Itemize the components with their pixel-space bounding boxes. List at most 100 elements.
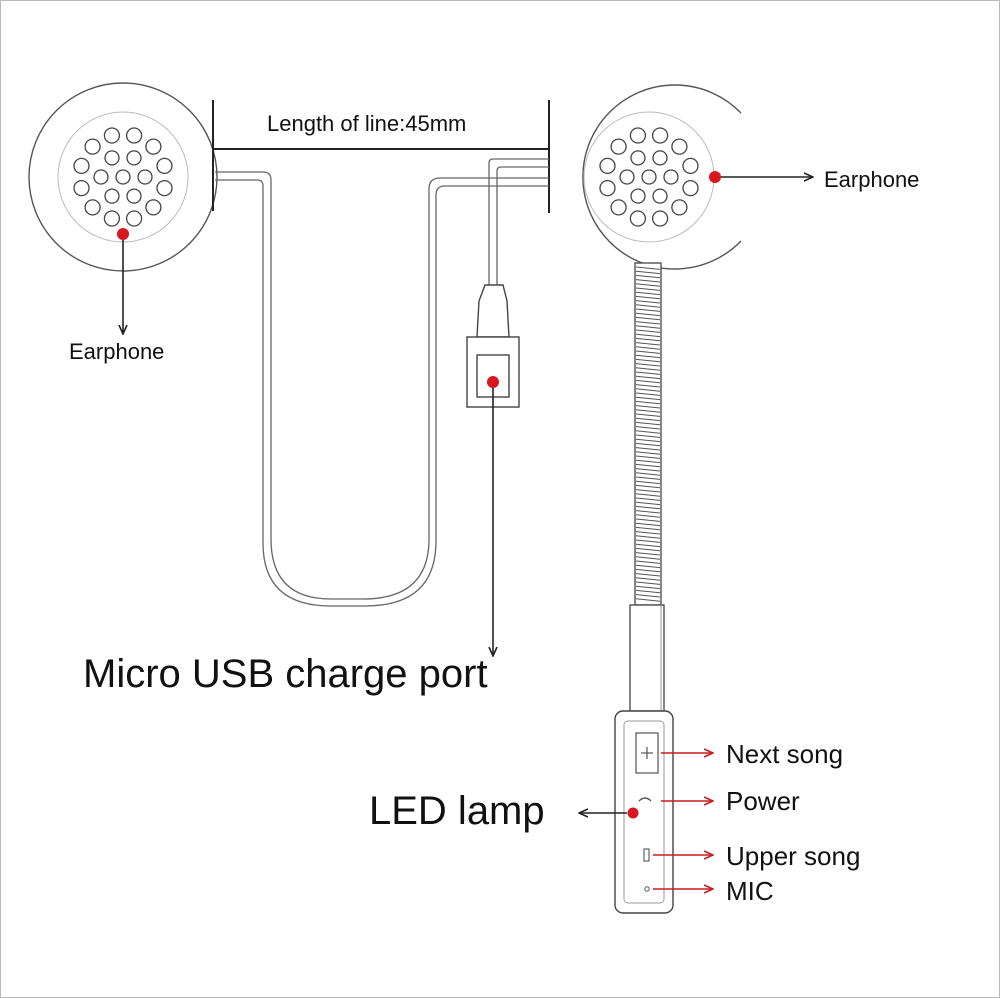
gooseneck-coil [635,295,661,300]
gooseneck-coil [635,514,661,518]
gooseneck-coil [635,325,661,329]
gooseneck-coil [635,480,661,485]
gooseneck-coil [635,468,661,472]
speaker-hole [73,157,90,175]
power-label: Power [726,786,800,816]
gooseneck-coil [635,598,661,602]
gooseneck-coil [635,459,661,464]
speaker-hole [93,169,109,185]
length-dimension [212,100,550,213]
usb-plug [466,284,520,408]
speaker-hole [619,169,635,185]
gooseneck-coil [635,581,661,585]
line-length-label: Length of line:45mm [267,111,467,136]
earphone-right-label: Earphone [824,167,920,192]
speaker-hole [145,138,162,155]
gooseneck-coil [635,392,661,396]
gooseneck-coil [635,556,661,560]
gooseneck-coil [635,367,661,371]
gooseneck-coil [635,573,661,577]
phone-icon[interactable] [638,797,652,802]
gooseneck-coil [635,522,661,527]
gooseneck-coil [635,476,661,480]
speaker-hole [104,188,120,204]
led-lamp-marker [627,807,639,819]
speaker-hole [103,127,121,144]
gooseneck-coil [635,266,661,270]
next-song-label: Next song [726,739,844,769]
usb-cable [488,158,549,285]
gooseneck-coil [635,409,661,413]
speaker-hole [103,210,121,227]
speaker-hole [641,169,657,185]
gooseneck-coil [635,547,661,552]
gooseneck-coil [635,455,661,459]
speaker-hole [671,138,688,155]
gooseneck-coil [635,531,661,535]
earphone-left-marker [117,228,129,240]
gooseneck-coil [635,497,661,501]
gooseneck-boom [629,262,665,712]
gooseneck-coil [635,274,661,279]
speaker-hole [115,169,131,185]
left-earphone [28,82,218,272]
plus-icon[interactable] [635,732,659,774]
gooseneck-coil [635,484,661,489]
gooseneck-coil [635,405,661,409]
speaker-hole [630,150,646,166]
gooseneck-coil [635,518,661,522]
gooseneck-coil [635,430,661,434]
gooseneck-coil [635,426,661,430]
speaker-hole [126,150,142,166]
gooseneck-coil [635,442,661,447]
gooseneck-coil [635,333,661,338]
gooseneck-coil [635,463,661,468]
speaker-hole [663,169,679,185]
gooseneck-coil [635,577,661,581]
speaker-hole [682,157,699,175]
gooseneck-coil [635,304,661,308]
speaker-hole [630,188,646,204]
gooseneck-coil [635,350,661,354]
gooseneck-coil [635,568,661,573]
mic-hole-icon [644,886,650,892]
gooseneck-coil [635,279,661,283]
gooseneck-coil [635,337,661,342]
mic-label: MIC [726,876,774,906]
gooseneck-coil [635,396,661,401]
gooseneck-coil [635,413,661,417]
gooseneck-coil [635,451,661,455]
gooseneck-coil [635,375,661,380]
speaker-hole [629,210,647,227]
speaker-hole [651,210,669,227]
gooseneck-coil [635,594,661,598]
gooseneck-coil [635,564,661,569]
speaker-hole [651,127,669,144]
gooseneck-coil [635,434,661,438]
speaker-hole [599,179,616,197]
gooseneck-coil [635,300,661,304]
speaker-hole [652,188,668,204]
speaker-hole [84,138,101,155]
gooseneck-coil [635,438,661,443]
speaker-hole [652,150,668,166]
speaker-hole [156,179,173,197]
gooseneck-coil [635,505,661,510]
speaker-hole [599,157,616,175]
gooseneck-coil [635,371,661,375]
gooseneck-coil [635,354,661,359]
speaker-hole [126,188,142,204]
gooseneck-coil [635,560,661,564]
minus-icon[interactable] [643,848,650,862]
speaker-hole [156,157,173,175]
gooseneck-coil [635,358,661,363]
speaker-hole [125,127,143,144]
gooseneck-coil [635,379,661,384]
gooseneck-coil [635,493,661,497]
gooseneck-coil [635,552,661,556]
speaker-hole [610,138,627,155]
gooseneck-coil [635,447,661,451]
gooseneck-coil [635,346,661,350]
